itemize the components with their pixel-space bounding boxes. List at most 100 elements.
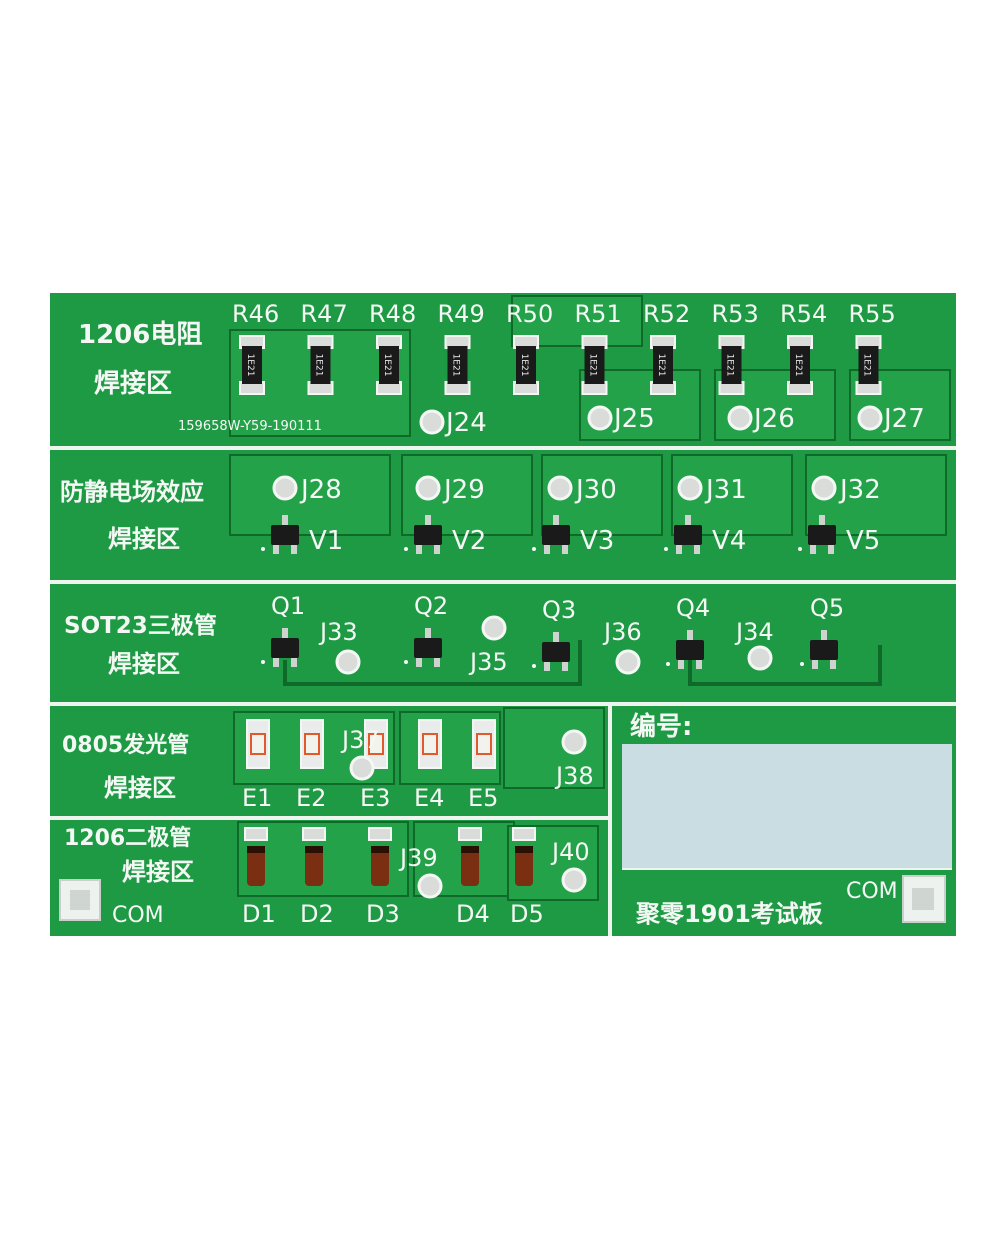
- led-e4: [422, 733, 438, 755]
- com-pad-left-center: [70, 890, 90, 910]
- transistor-q5-lead: [812, 660, 818, 669]
- diode-label: D1: [242, 900, 276, 928]
- diode-pad: [512, 827, 536, 841]
- copper-pour: [671, 454, 793, 536]
- resistor-code: 1E21: [519, 354, 529, 377]
- resistor-body: [584, 346, 605, 384]
- com-pad-right-center: [912, 888, 934, 910]
- mosfet-v4-lead: [694, 545, 700, 554]
- resistor-label: R52: [643, 300, 690, 328]
- mosfet-v5-lead: [810, 545, 816, 554]
- section-title-diode: 1206二极管: [64, 825, 191, 851]
- transistor-q5: [810, 640, 838, 660]
- led-label: E3: [360, 784, 390, 812]
- test-point-j33: [335, 649, 361, 675]
- resistor-code: 1E21: [382, 354, 392, 377]
- led-label: E4: [414, 784, 444, 812]
- test-point-label: J25: [612, 404, 655, 434]
- transistor-q2: [414, 638, 442, 658]
- mosfet-v3-lead: [544, 545, 550, 554]
- test-point-j28: [272, 475, 298, 501]
- section-subtitle-transistor: 焊接区: [108, 650, 180, 678]
- mosfet-v2-lead: [425, 515, 431, 525]
- diode-label: D2: [300, 900, 334, 928]
- resistor-label: R46: [232, 300, 279, 328]
- section-title-led: 0805发光管: [62, 732, 189, 758]
- diode-d4: [461, 846, 479, 886]
- transistor-q5-lead: [821, 630, 827, 640]
- mosfet-v5-lead: [819, 515, 825, 525]
- resistor-body: [379, 346, 399, 384]
- mosfet-v3-pin1-dot: [532, 547, 536, 551]
- transistor-label: Q3: [542, 596, 576, 624]
- diode-cathode-band: [461, 846, 479, 853]
- test-point-j27: [857, 405, 883, 431]
- diode-cathode-band: [305, 846, 323, 853]
- transistor-q4-lead: [696, 660, 702, 669]
- led-e2: [304, 733, 320, 755]
- transistor-label: Q2: [414, 592, 448, 620]
- test-point-j31: [677, 475, 703, 501]
- section-title-mosfet: 防静电场效应: [60, 478, 204, 506]
- copper-pour: [511, 295, 643, 347]
- resistor-body: [858, 346, 879, 384]
- resistor-body: [653, 346, 673, 384]
- mosfet-v5-lead: [828, 545, 834, 554]
- test-point-label: J35: [468, 648, 508, 676]
- mosfet-v4: [674, 525, 702, 545]
- test-point-j24: [419, 409, 445, 435]
- transistor-q3: [542, 642, 570, 662]
- resistor-label: R47: [301, 300, 348, 328]
- test-point-label: J26: [752, 404, 795, 434]
- transistor-q2-lead: [416, 658, 422, 667]
- section-subtitle-mosfet: 焊接区: [108, 525, 180, 553]
- test-point-j40: [561, 867, 587, 893]
- resistor-code: 1E21: [862, 354, 872, 377]
- resistor-label: R54: [780, 300, 827, 328]
- transistor-q2-lead: [434, 658, 440, 667]
- section-title-resistor: 1206电阻: [78, 320, 202, 350]
- resistor-label: R49: [438, 300, 485, 328]
- resistor-code: 1E21: [725, 354, 735, 377]
- led-label: E5: [468, 784, 498, 812]
- mosfet-label: V4: [712, 526, 746, 556]
- diode-pad: [368, 827, 392, 841]
- resistor-label: R53: [712, 300, 759, 328]
- transistor-q1-lead: [291, 658, 297, 667]
- resistor-body: [516, 346, 536, 384]
- diode-pad: [458, 827, 482, 841]
- test-point-label: J28: [299, 475, 342, 505]
- mosfet-v3: [542, 525, 570, 545]
- transistor-q4: [676, 640, 704, 660]
- test-point-label: J34: [734, 618, 774, 646]
- mosfet-v3-lead: [553, 515, 559, 525]
- mosfet-label: V3: [580, 526, 614, 556]
- copper-pour: [503, 707, 605, 789]
- mosfet-v2-pin1-dot: [404, 547, 408, 551]
- transistor-q1-lead: [273, 658, 279, 667]
- test-point-label: J31: [704, 475, 747, 505]
- diode-d2: [305, 846, 323, 886]
- resistor-group: R461E21R471E21R481E21R491E21R501E21R511E…: [232, 300, 925, 438]
- section-subtitle-led: 焊接区: [104, 774, 176, 802]
- mosfet-label: V2: [452, 526, 486, 556]
- diode-d1: [247, 846, 265, 886]
- test-point-label: J24: [444, 408, 487, 438]
- mosfet-v1: [271, 525, 299, 545]
- transistor-label: Q1: [271, 592, 305, 620]
- transistor-label: Q4: [676, 594, 710, 622]
- resistor-body: [790, 346, 810, 384]
- transistor-q4-pin1-dot: [666, 662, 670, 666]
- diode-pad: [244, 827, 268, 841]
- section-subtitle-diode: 焊接区: [122, 858, 194, 886]
- resistor-code: 1E21: [245, 354, 255, 377]
- mosfet-v2-lead: [416, 545, 422, 554]
- transistor-q3-pin1-dot: [532, 664, 536, 668]
- transistor-q3-lead: [553, 632, 559, 642]
- mosfet-v4-pin1-dot: [664, 547, 668, 551]
- mosfet-v1-lead: [273, 545, 279, 554]
- mosfet-v1-pin1-dot: [261, 547, 265, 551]
